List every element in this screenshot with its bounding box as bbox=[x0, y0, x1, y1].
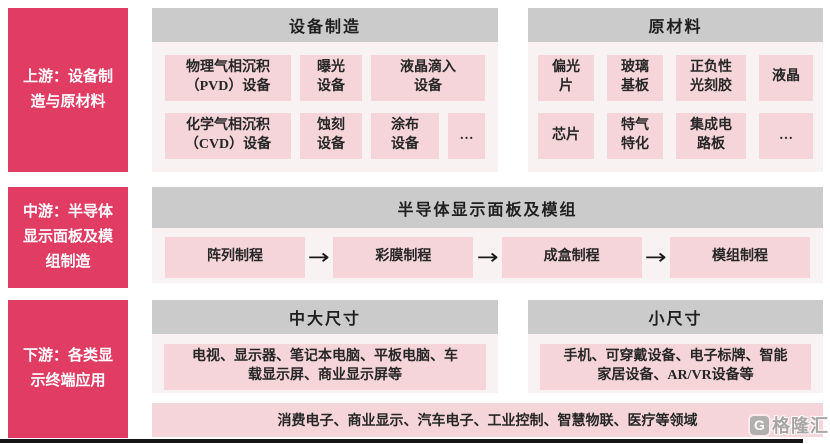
item-special-gas: 特气 特化 bbox=[607, 113, 663, 160]
item-cvd-equipment: 化学气相沉积 （CVD）设备 bbox=[165, 113, 291, 160]
item-chip: 芯片 bbox=[538, 113, 594, 160]
group-panel-module-title: 半导体显示面板及模组 bbox=[152, 187, 823, 228]
item-equipment-ellipsis: … bbox=[448, 113, 485, 160]
application-fields-strip: 消费电子、商业显示、汽车电子、工业控制、智慧物联、医疗等领域 bbox=[152, 403, 823, 437]
gelonghui-logo-icon: G bbox=[750, 415, 769, 435]
group-small-title: 小尺寸 bbox=[528, 300, 823, 334]
group-medium-large-size: 中大尺寸 电视、显示器、笔记本电脑、平板电脑、车 载显示屏、商业显示屏等 bbox=[152, 300, 498, 393]
step-array-process: 阵列制程 bbox=[165, 237, 305, 278]
stage-label-upstream: 上游：设备制 造与原材料 bbox=[8, 8, 128, 172]
item-etching-equipment: 蚀刻 设备 bbox=[300, 113, 362, 160]
arrow-right-icon: → bbox=[644, 245, 667, 269]
arrow-right-icon: → bbox=[308, 245, 331, 269]
equipment-row-2: 化学气相沉积 （CVD）设备 蚀刻 设备 涂布 设备 … bbox=[152, 113, 498, 160]
stage-label-downstream: 下游：各类显 示终端应用 bbox=[8, 300, 128, 438]
equipment-items: 物理气相沉积 （PVD）设备 曝光 设备 液晶滴入 设备 化学气相沉积 （CVD… bbox=[152, 42, 498, 172]
item-coating-equipment: 涂布 设备 bbox=[371, 113, 439, 160]
arrow-right-icon: → bbox=[476, 245, 499, 269]
materials-items: 偏光 片 玻璃 基板 正负性 光刻胶 液晶 芯片 特气 特化 集成电 路板 … bbox=[528, 42, 823, 172]
item-ic-board: 集成电 路板 bbox=[676, 113, 746, 160]
group-medium-large-title: 中大尺寸 bbox=[152, 300, 498, 334]
stage-label-midstream: 中游：半导体 显示面板及模 组制造 bbox=[8, 187, 128, 288]
item-liquid-crystal: 液晶 bbox=[759, 54, 813, 101]
item-photoresist: 正负性 光刻胶 bbox=[676, 54, 746, 101]
group-small-size: 小尺寸 手机、可穿戴设备、电子标牌、智能 家居设备、AR/VR设备等 bbox=[528, 300, 823, 393]
item-lc-dropping-equipment: 液晶滴入 设备 bbox=[371, 54, 485, 101]
bottom-divider bbox=[0, 439, 803, 443]
group-equipment-manufacturing: 设备制造 物理气相沉积 （PVD）设备 曝光 设备 液晶滴入 设备 化学气相沉积… bbox=[152, 8, 498, 172]
item-materials-ellipsis: … bbox=[759, 113, 813, 160]
materials-row-1: 偏光 片 玻璃 基板 正负性 光刻胶 液晶 bbox=[528, 54, 823, 101]
process-flow: 阵列制程 → 彩膜制程 → 成盒制程 → 模组制程 bbox=[152, 228, 823, 278]
equipment-row-1: 物理气相沉积 （PVD）设备 曝光 设备 液晶滴入 设备 bbox=[152, 54, 498, 101]
step-color-filter-process: 彩膜制程 bbox=[333, 237, 474, 278]
item-exposure-equipment: 曝光 设备 bbox=[300, 54, 362, 101]
gelonghui-brand-text: 格隆汇 bbox=[772, 416, 829, 436]
item-small-applications: 手机、可穿戴设备、电子标牌、智能 家居设备、AR/VR设备等 bbox=[540, 344, 811, 390]
item-medium-large-applications: 电视、显示器、笔记本电脑、平板电脑、车 载显示屏、商业显示屏等 bbox=[164, 344, 486, 390]
item-polarizer: 偏光 片 bbox=[538, 54, 594, 101]
group-equipment-title: 设备制造 bbox=[152, 8, 498, 42]
group-raw-materials: 原材料 偏光 片 玻璃 基板 正负性 光刻胶 液晶 芯片 特气 特化 集成电 路… bbox=[528, 8, 823, 172]
group-panel-module: 半导体显示面板及模组 阵列制程 → 彩膜制程 → 成盒制程 → 模组制程 bbox=[152, 187, 823, 283]
gelonghui-watermark: G 格隆汇 bbox=[750, 412, 829, 438]
materials-row-2: 芯片 特气 特化 集成电 路板 … bbox=[528, 113, 823, 160]
step-module-process: 模组制程 bbox=[669, 237, 810, 278]
group-materials-title: 原材料 bbox=[528, 8, 823, 42]
step-cell-process: 成盒制程 bbox=[501, 237, 642, 278]
item-pvd-equipment: 物理气相沉积 （PVD）设备 bbox=[165, 54, 291, 101]
item-glass-substrate: 玻璃 基板 bbox=[607, 54, 663, 101]
